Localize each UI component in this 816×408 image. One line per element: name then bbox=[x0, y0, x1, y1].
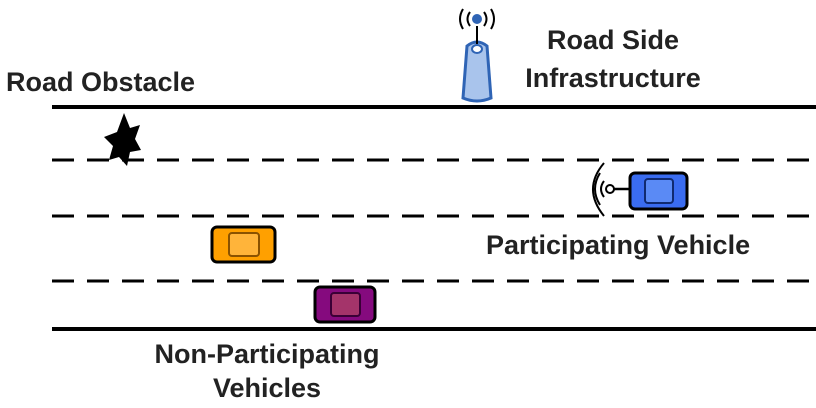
participating-vehicle-label: Participating Vehicle bbox=[486, 230, 751, 260]
rsu-label-line2: Infrastructure bbox=[525, 63, 701, 93]
rsu-label-line1: Road Side bbox=[546, 25, 680, 55]
non-participating-vehicle-purple bbox=[313, 285, 377, 324]
signal-waves-icon bbox=[592, 162, 630, 217]
participating-vehicle bbox=[628, 171, 689, 211]
road-obstacle-label: Road Obstacle bbox=[6, 67, 196, 97]
non-participating-label-line2: Vehicles bbox=[212, 373, 322, 403]
non-participating-label-line1: Non-Participating bbox=[154, 339, 380, 369]
obstacle-starburst-icon bbox=[104, 113, 141, 166]
radio-tower-icon bbox=[459, 8, 495, 103]
non-participating-vehicle-orange bbox=[210, 225, 277, 264]
